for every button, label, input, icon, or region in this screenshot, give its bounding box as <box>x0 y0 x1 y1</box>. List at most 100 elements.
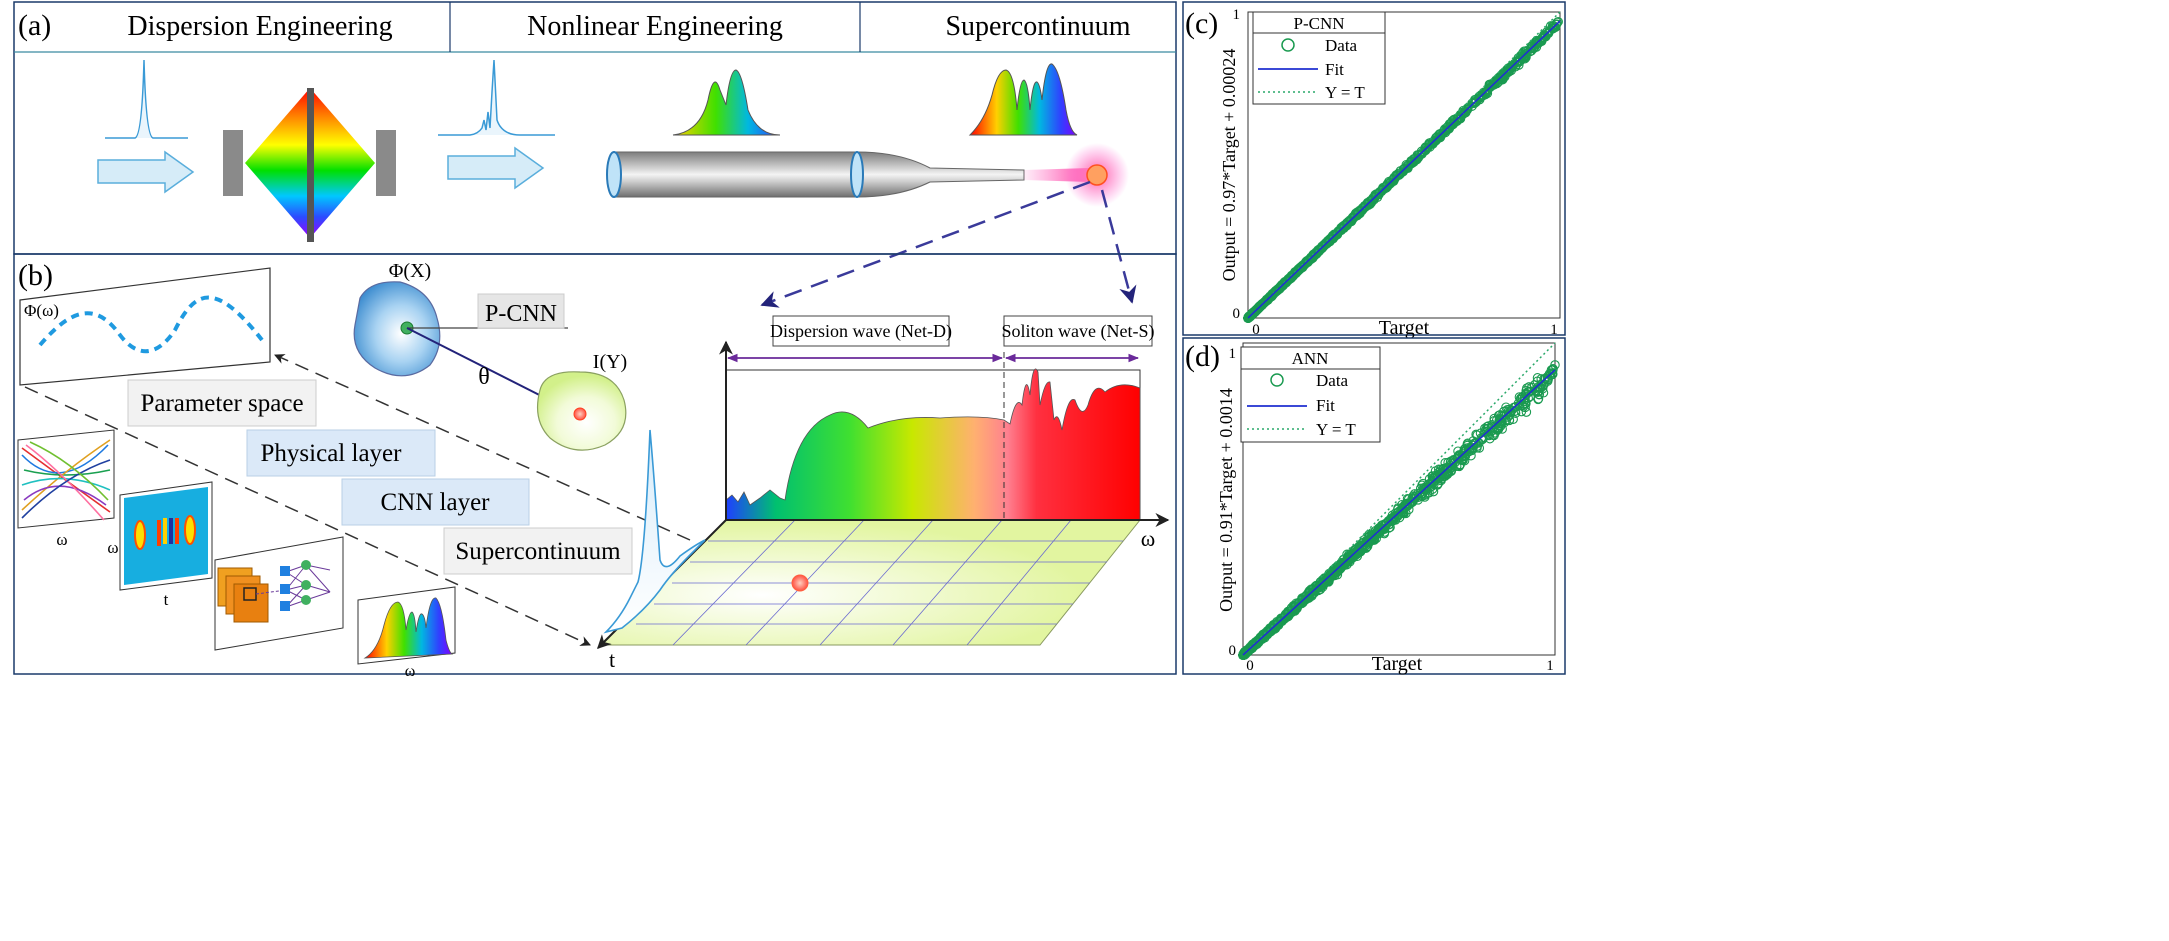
panel-c-label: (c) <box>1185 7 1218 40</box>
plot-c-xtick-1: 1 <box>1550 322 1558 338</box>
mirror-right <box>376 130 396 196</box>
plot-c-ylabel: Output = 0.97*Target + 0.00024 <box>1219 49 1239 282</box>
spectrum-3d <box>725 368 1141 521</box>
plot-c-xlabel: Target <box>1379 317 1430 339</box>
scatter-point <box>1346 214 1357 224</box>
scatter-point <box>1283 274 1293 285</box>
scatter-point <box>1504 415 1515 426</box>
plot-d-legend-data-marker <box>1270 373 1284 387</box>
scatter-point <box>1462 103 1473 114</box>
plot-d-reference-line <box>1242 342 1556 656</box>
phi-x-blob <box>353 281 441 377</box>
scatter-point <box>1294 597 1304 607</box>
scatter-point <box>1512 56 1522 66</box>
plot-c-legend-data-marker <box>1281 38 1295 52</box>
spectrogram-t-label: t <box>164 590 169 609</box>
scatter-point <box>1520 393 1530 403</box>
projection-line-top <box>274 354 691 541</box>
omega-axis-label: ω <box>1141 526 1155 551</box>
scatter-point <box>1310 584 1321 595</box>
spectrum-nonlinear <box>672 69 781 136</box>
panel-d-label: (d) <box>1185 340 1220 373</box>
plot-c-legend-fit: Fit <box>1325 60 1344 79</box>
plot-d-ylabel: Output = 0.91*Target + 0.0014 <box>1216 388 1236 612</box>
scatter-point <box>1298 597 1308 608</box>
grid-floor-point <box>791 574 809 592</box>
scatter-point <box>1325 233 1336 244</box>
soliton-wave-box <box>1003 315 1153 347</box>
scatter-point <box>1484 430 1494 441</box>
plot-d-legend <box>1240 346 1381 443</box>
plot-d-ytick-0: 0 <box>1229 643 1237 659</box>
scatter-point <box>1352 208 1362 219</box>
plot-d-ytick-1: 1 <box>1229 346 1237 362</box>
scatter-point <box>1537 33 1547 43</box>
plot-c-legend <box>1252 11 1386 105</box>
phi-omega-card <box>19 267 271 386</box>
phi-omega-curve <box>38 295 264 354</box>
scatter-point <box>1309 586 1320 596</box>
scatter-point <box>1269 623 1280 634</box>
scatter-d <box>1238 360 1560 660</box>
scatter-point <box>1283 606 1293 617</box>
grid-floor <box>598 519 1142 646</box>
scatter-point <box>1261 627 1271 638</box>
scatter-point <box>1352 547 1362 557</box>
iy-label: I(Y) <box>593 351 627 373</box>
plot-d-legend-title: ANN <box>1292 349 1329 368</box>
spectrum-supercontinuum <box>968 63 1078 136</box>
scatter-point <box>1494 75 1505 85</box>
scatter-point <box>1497 424 1507 434</box>
scatter-point <box>1480 87 1491 98</box>
scatter-point <box>1539 373 1549 384</box>
scatter-point <box>1500 67 1511 77</box>
scatter-point <box>1281 276 1291 287</box>
scatter-point <box>1520 402 1530 413</box>
plot-c-legend-title: P-CNN <box>1293 14 1344 33</box>
scatter-point <box>1265 291 1276 301</box>
mini-spectrum <box>363 597 454 659</box>
dispersion-wave-box <box>772 315 950 347</box>
scatter-point <box>1440 458 1450 468</box>
theta-label: θ <box>478 364 490 390</box>
scatter-point <box>1252 638 1263 648</box>
scatter-point <box>1251 305 1262 315</box>
plot-d-legend-ref: Y = T <box>1316 420 1356 439</box>
plot-d-xtick-0: 0 <box>1246 658 1254 674</box>
scatter-point <box>1432 470 1443 481</box>
soliton-wave-label: Soliton wave (Net-S) <box>1002 321 1155 342</box>
scatter-point <box>1530 385 1541 396</box>
input-pulse <box>105 59 188 139</box>
scatter-point <box>1418 478 1428 489</box>
scatter-point <box>1461 106 1471 116</box>
scatter-point <box>1368 193 1378 203</box>
plot-d-xtick-1: 1 <box>1546 658 1554 674</box>
scatter-point <box>1422 480 1432 491</box>
plot-c-ytick-0: 0 <box>1233 306 1241 322</box>
section-nonlinear: Nonlinear Engineering <box>527 11 783 42</box>
cnn-feature-map-3 <box>233 583 269 623</box>
scatter-point <box>1434 129 1445 140</box>
scatter-point <box>1336 222 1346 233</box>
scatter-point <box>1400 163 1410 174</box>
temporal-pulse <box>603 429 706 634</box>
scatter-point <box>1548 20 1559 31</box>
panel-d: (d) ANN Data Fit Y = T 1 0 0 1 Target Ou… <box>1182 337 1566 675</box>
supercontinuum-box <box>443 527 633 575</box>
phi-x-label: Φ(X) <box>389 260 431 282</box>
spectrogram-omega-label: ω <box>107 538 118 557</box>
scatter-point <box>1238 650 1248 660</box>
scatter-point <box>1405 499 1415 509</box>
scatter-point <box>1354 542 1364 552</box>
scatter-point <box>1304 255 1315 266</box>
scatter-point <box>1372 528 1383 539</box>
pcnn-box <box>477 293 565 329</box>
scatter-point <box>1499 417 1510 428</box>
middle-arrow <box>447 146 545 190</box>
t-axis-label: t <box>609 647 615 672</box>
scatter-point <box>1434 133 1444 143</box>
scatter-point <box>1381 518 1391 528</box>
fiber-body <box>613 151 858 198</box>
scatter-point <box>1345 215 1355 225</box>
scatter-point <box>1450 457 1460 468</box>
